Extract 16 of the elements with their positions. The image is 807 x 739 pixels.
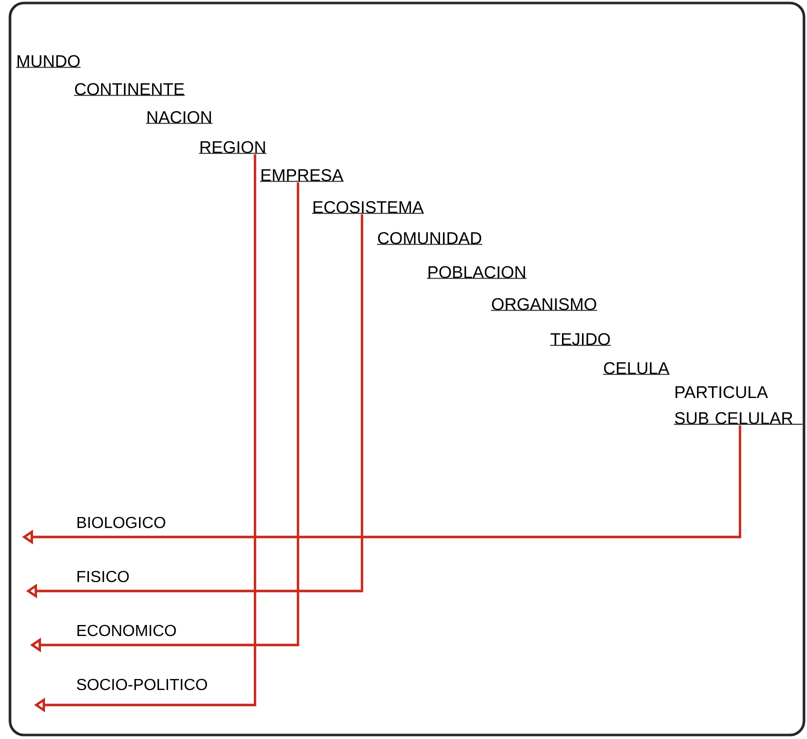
underlined-term: TEJIDO [550, 333, 611, 346]
edge-label: FISICO [75, 570, 131, 584]
underlined-term: PARTICULA SUB CELULAR [674, 386, 802, 425]
underlined-term: ECOSISTEMA [312, 201, 424, 214]
edge-label: BIOLOGICO [75, 516, 167, 530]
underlined-term: CELULA [603, 362, 670, 375]
underlined-term: NACION [146, 111, 213, 124]
underlined-term: POBLACION [427, 266, 527, 279]
underlined-term: ORGANISMO [491, 298, 598, 311]
underlined-term: REGION [199, 141, 266, 154]
edge-label: SOCIO-POLITICO [75, 678, 209, 692]
underlined-term: MUNDO [16, 55, 81, 68]
edge-label: ECONOMICO [75, 624, 178, 638]
underlined-term: COMUNIDAD [377, 232, 482, 245]
underlined-term: CONTINENTE [74, 83, 185, 96]
underlined-term: EMPRESA [260, 169, 344, 182]
